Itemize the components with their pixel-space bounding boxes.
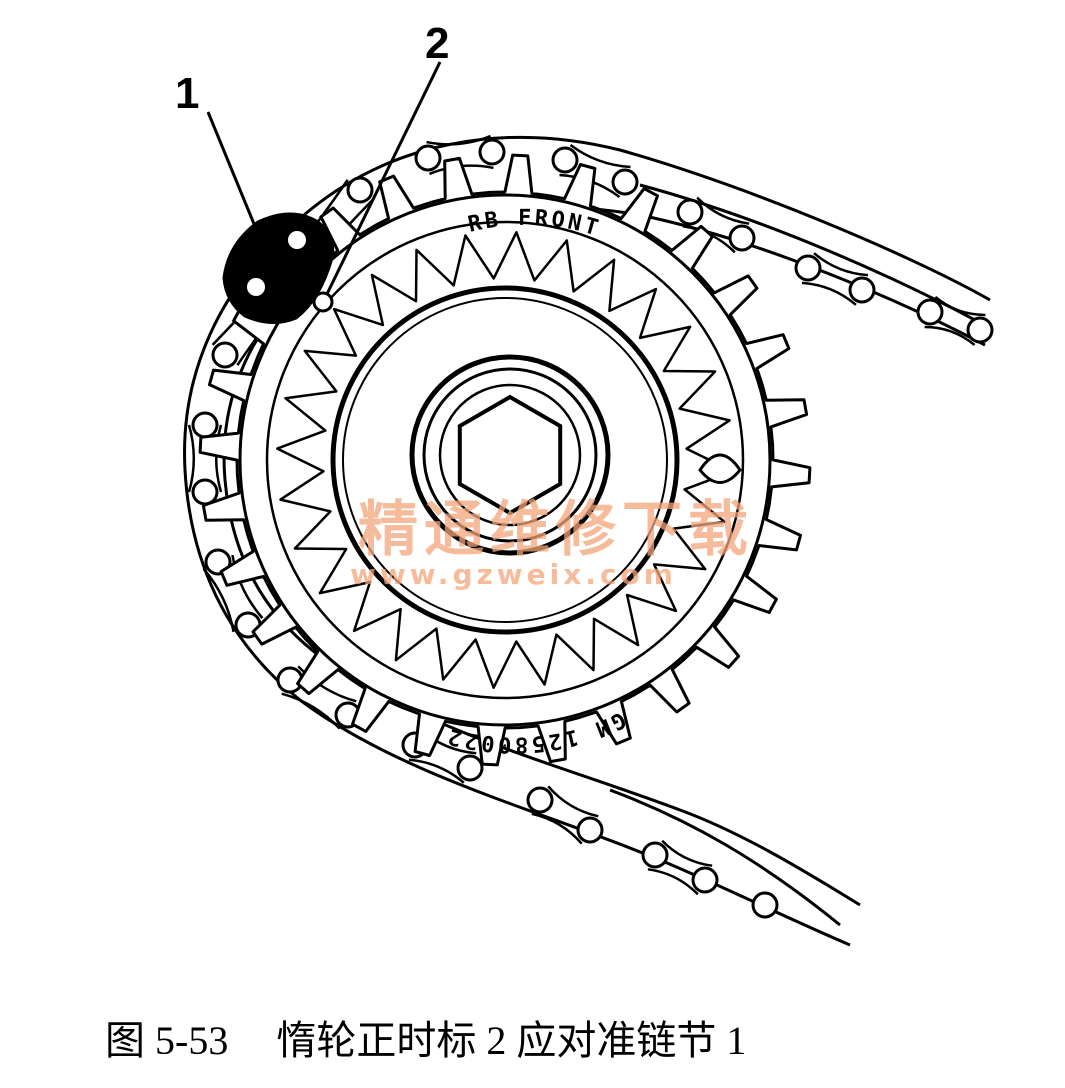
- chain-roller: [691, 866, 719, 894]
- chain-link-plate: [187, 424, 223, 493]
- chain-roller: [191, 411, 219, 439]
- chain-roller: [676, 198, 704, 226]
- chain-link-plate: [924, 295, 986, 347]
- callout-label-1: 1: [175, 69, 199, 118]
- leader-line-1: [206, 111, 270, 259]
- chain-roller: [966, 316, 994, 344]
- chain-roller: [211, 341, 239, 369]
- chain-roller: [576, 816, 604, 844]
- chain-roller: [916, 298, 944, 326]
- chain-roller: [414, 144, 442, 172]
- chain-roller: [478, 138, 506, 166]
- chain-roller: [641, 841, 669, 869]
- chain-link-plate: [531, 785, 599, 845]
- chain-link-plate: [281, 665, 357, 730]
- sprocket-outer-ring: [238, 193, 772, 727]
- chain-roller: [191, 478, 219, 506]
- chain-link-plate: [801, 252, 869, 306]
- chain-link-mark-1: [222, 212, 335, 324]
- chain-rollers: [191, 138, 994, 919]
- chain-roller: [456, 754, 484, 782]
- idler-sprocket: [198, 153, 812, 767]
- watermark-chinese: 精通维修下载: [358, 495, 754, 565]
- chain-roller: [551, 146, 579, 174]
- sprocket-inner-teeth: [276, 231, 734, 689]
- chain-roller: [848, 276, 876, 304]
- locating-notch: [698, 453, 742, 484]
- chain-link-plate: [202, 554, 264, 633]
- figure-number: 图 5-53: [105, 1018, 229, 1063]
- figure-caption: 图 5-53 惰轮正时标 2 应对准链节 1: [105, 1008, 746, 1066]
- chain-roller: [526, 786, 554, 814]
- chain-roller: [611, 168, 639, 196]
- chain-mid-edge-b: [609, 788, 841, 927]
- watermark-url: www.gzweix.com: [350, 558, 677, 591]
- figure-caption-text: 惰轮正时标 2 应对准链节 1: [276, 1018, 747, 1063]
- sprocket-hub-inner-ring: [342, 297, 668, 623]
- chain-roller: [346, 176, 374, 204]
- bolt-head-ring: [438, 383, 582, 527]
- chain-roller: [794, 254, 822, 282]
- callout-label-2: 2: [425, 19, 449, 68]
- hex-bolt-head: [457, 394, 563, 516]
- bolt-washer-inner: [422, 367, 598, 543]
- chain-link-plate: [647, 839, 713, 896]
- sprocket-timing-mark-2: [312, 291, 334, 313]
- sprocket-hub-ring: [330, 285, 680, 635]
- leader-line-2: [325, 61, 442, 295]
- chain-roller: [728, 224, 756, 252]
- chain-outer-edge: [183, 135, 991, 947]
- bolt-washer-outer: [409, 354, 611, 556]
- chain-roller: [751, 891, 779, 919]
- sprocket-marking-ring: [265, 220, 745, 700]
